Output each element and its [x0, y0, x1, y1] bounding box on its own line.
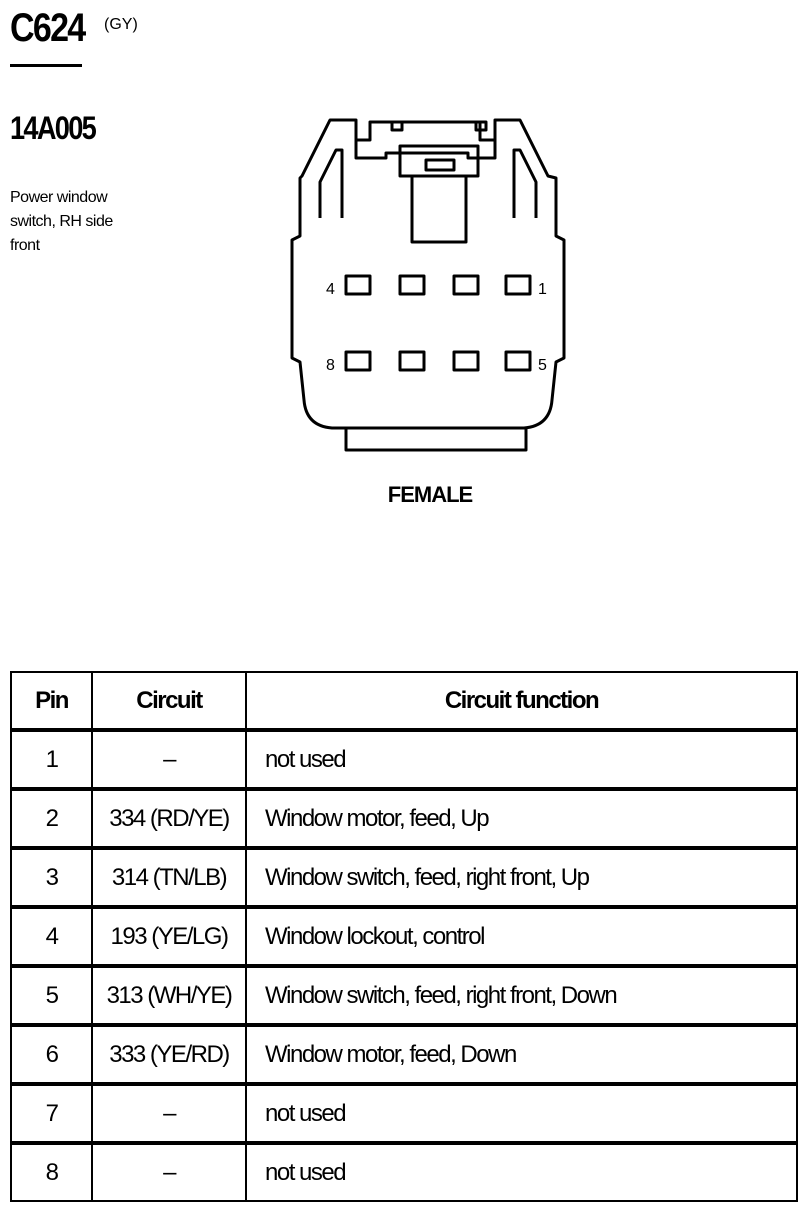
cell-pin: 3	[10, 846, 93, 908]
header-circuit-function: Circuit function	[245, 671, 798, 732]
connector-notch	[474, 120, 488, 132]
pin-cavity-1	[504, 274, 532, 296]
cell-pin: 4	[10, 905, 93, 967]
table-row: 8 – not used	[10, 1141, 798, 1202]
cell-pin: 5	[10, 964, 93, 1026]
cell-function: Window switch, feed, right front, Down	[245, 964, 798, 1026]
connector-notch	[390, 120, 404, 132]
cell-function: Window switch, feed, right front, Up	[245, 846, 798, 908]
connector-latch-frame	[354, 140, 497, 160]
cell-function: Window lockout, control	[245, 905, 798, 967]
connector-id: C624	[10, 6, 86, 50]
cell-circuit: 313 (WH/YE)	[91, 964, 247, 1026]
description-line: switch, RH side	[10, 213, 113, 230]
connector-description: Power window switch, RH side front	[10, 186, 140, 258]
pin-label-1: 1	[538, 281, 547, 298]
table-row: 6 333 (YE/RD) Window motor, feed, Down	[10, 1023, 798, 1085]
description-line: Power window	[10, 189, 108, 206]
table-row: 5 313 (WH/YE) Window switch, feed, right…	[10, 964, 798, 1026]
table-row: 3 314 (TN/LB) Window switch, feed, right…	[10, 846, 798, 908]
cell-circuit: 193 (YE/LG)	[91, 905, 247, 967]
header-pin: Pin	[10, 671, 93, 732]
connector-housing	[290, 118, 566, 430]
connector-latch	[398, 144, 480, 178]
pin-cavity-6	[452, 350, 480, 372]
pin-cavity-5	[504, 350, 532, 372]
cell-circuit: –	[91, 1141, 247, 1202]
cell-circuit: –	[91, 729, 247, 790]
connector-latch-tab	[424, 158, 456, 172]
connector-face-diagram: 4 1 8 5	[290, 118, 566, 452]
pin-table: Pin Circuit Circuit function 1 – not use…	[10, 671, 798, 1202]
cell-function: not used	[245, 1082, 798, 1144]
pin-cavity-3	[398, 274, 426, 296]
pin-cavity-4	[344, 274, 372, 296]
header-circuit: Circuit	[91, 671, 247, 732]
table-row: 4 193 (YE/LG) Window lockout, control	[10, 905, 798, 967]
pin-cavity-2	[452, 274, 480, 296]
connector-latch-body	[410, 176, 468, 244]
part-number: 14A005	[10, 110, 97, 146]
table-header-row: Pin Circuit Circuit function	[10, 671, 798, 732]
cell-function: Window motor, feed, Up	[245, 787, 798, 849]
cell-function: Window motor, feed, Down	[245, 1023, 798, 1085]
pin-cavity-7	[398, 350, 426, 372]
cell-function: not used	[245, 729, 798, 790]
cell-pin: 1	[10, 729, 93, 790]
pin-label-5: 5	[538, 357, 547, 374]
cell-pin: 7	[10, 1082, 93, 1144]
cell-circuit: –	[91, 1082, 247, 1144]
connector-left-guide	[318, 148, 344, 218]
table-row: 1 – not used	[10, 729, 798, 790]
description-line: front	[10, 237, 40, 254]
cell-pin: 2	[10, 787, 93, 849]
cell-pin: 6	[10, 1023, 93, 1085]
cell-function: not used	[245, 1141, 798, 1202]
cell-circuit: 314 (TN/LB)	[91, 846, 247, 908]
cell-circuit: 334 (RD/YE)	[91, 787, 247, 849]
connector-color-code: (GY)	[104, 16, 138, 33]
pin-label-8: 8	[326, 357, 335, 374]
cell-circuit: 333 (YE/RD)	[91, 1023, 247, 1085]
pin-cavity-8	[344, 350, 372, 372]
pin-label-4: 4	[326, 281, 335, 298]
table-row: 2 334 (RD/YE) Window motor, feed, Up	[10, 787, 798, 849]
table-row: 7 – not used	[10, 1082, 798, 1144]
cell-pin: 8	[10, 1141, 93, 1202]
connector-id-underline	[10, 64, 82, 67]
connector-bottom-key	[344, 428, 528, 452]
connector-gender: FEMALE	[387, 482, 473, 507]
connector-right-guide	[512, 148, 538, 218]
